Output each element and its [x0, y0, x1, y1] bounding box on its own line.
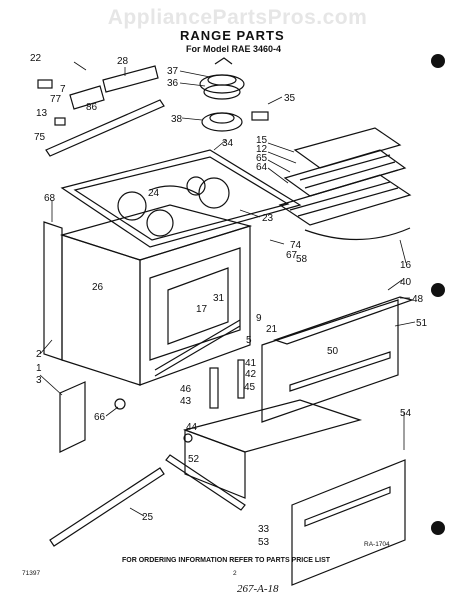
part-label: 21 — [266, 324, 278, 335]
part-label: 44 — [186, 422, 198, 433]
surface-elements — [199, 57, 245, 132]
part-label: 22 — [30, 53, 42, 64]
part-label: 64 — [256, 162, 268, 173]
part-label: 40 — [400, 277, 412, 288]
oven-racks — [278, 127, 412, 241]
part-label: 35 — [284, 93, 296, 104]
part-number-labels: 22 28 7 77 13 86 75 37 36 38 35 34 24 15… — [30, 53, 428, 548]
part-label: 43 — [180, 396, 192, 407]
part-label: 75 — [34, 132, 46, 143]
part-label: 36 — [167, 78, 179, 89]
part-label: 38 — [171, 114, 183, 125]
part-label: 42 — [245, 369, 257, 380]
part-label: 74 — [290, 240, 302, 251]
part-label: 31 — [213, 293, 225, 304]
part-label: 12 — [256, 144, 268, 155]
part-label: 37 — [167, 66, 179, 77]
part-label: 2 — [36, 349, 42, 360]
part-label: 66 — [94, 412, 106, 423]
figure-code: RA-1704 — [364, 541, 390, 548]
part-label: 33 — [258, 524, 270, 535]
part-label: 45 — [244, 382, 256, 393]
watermark: AppliancePartsPros.com — [107, 6, 368, 29]
binder-hole-3 — [431, 521, 445, 535]
part-label: 58 — [296, 254, 308, 265]
doc-code: 71397 — [22, 570, 41, 577]
part-label: 51 — [416, 318, 428, 329]
part-label: 26 — [92, 282, 104, 293]
side-parts — [49, 319, 246, 547]
ordering-info-footer: FOR ORDERING INFORMATION REFER TO PARTS … — [122, 557, 331, 564]
part-label: 24 — [148, 188, 160, 199]
page-title: RANGE PARTS — [180, 28, 285, 43]
model-subtitle: For Model RAE 3460-4 — [186, 44, 282, 54]
binder-hole-2 — [431, 283, 445, 297]
part-label: 48 — [412, 294, 424, 305]
part-label: 7 — [60, 84, 66, 95]
part-label: 17 — [196, 304, 208, 315]
part-label: 52 — [188, 454, 200, 465]
part-label: 15 — [256, 135, 268, 146]
part-label: 65 — [256, 153, 268, 164]
cooktop-frame — [60, 149, 302, 248]
part-label: 5 — [246, 335, 252, 346]
part-label: 41 — [245, 358, 257, 369]
part-label: 86 — [86, 102, 98, 113]
part-label: 13 — [36, 108, 48, 119]
part-label: 50 — [327, 346, 339, 357]
control-parts — [37, 65, 269, 157]
cabinet-body — [43, 204, 253, 386]
part-label: 3 — [36, 375, 42, 386]
part-label: 68 — [44, 193, 56, 204]
leader-lines — [39, 61, 416, 517]
part-label: 1 — [36, 363, 42, 374]
part-label: 67 — [286, 250, 298, 261]
handwritten-note: 267-A-18 — [237, 583, 279, 595]
page-number: 2 — [233, 570, 237, 577]
part-label: 54 — [400, 408, 412, 419]
binder-hole-1 — [431, 54, 445, 68]
part-label: 28 — [117, 56, 129, 67]
part-label: 25 — [142, 512, 154, 523]
part-label: 16 — [400, 260, 412, 271]
storage-drawer — [182, 399, 406, 586]
part-label: 34 — [222, 138, 234, 149]
part-label: 46 — [180, 384, 192, 395]
part-label: 77 — [50, 94, 62, 105]
part-label: 9 — [256, 313, 262, 324]
oven-door — [261, 296, 415, 423]
part-label: 23 — [262, 213, 274, 224]
part-label: 53 — [258, 537, 270, 548]
